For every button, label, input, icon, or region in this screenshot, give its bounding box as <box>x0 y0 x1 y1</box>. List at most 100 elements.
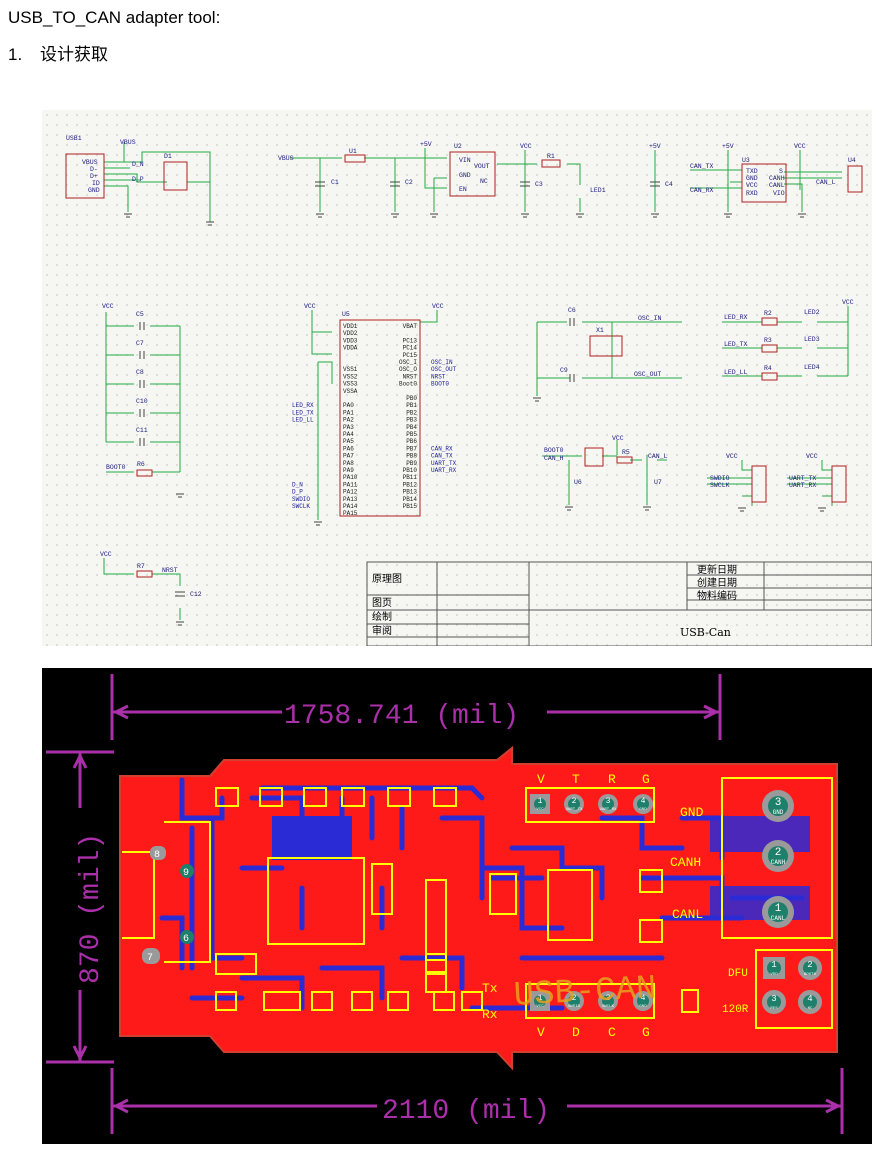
mcu-pin-label: PA1 <box>343 409 354 416</box>
mcu-pin-label: PB4 <box>406 424 417 431</box>
dim-bottom-label: 2110 (mil) <box>382 1096 550 1127</box>
header-pin-number: 3 <box>606 797 611 806</box>
label-5v-c: +5V <box>722 143 734 150</box>
usb-pad <box>180 864 194 878</box>
silk-canh: CANH <box>670 855 701 870</box>
header-pin-name: VCC <box>536 1005 544 1009</box>
label-usb-dp: D+ <box>90 173 98 180</box>
header-letters: V T R G V D C G GND CANH CANL Tx Rx DFU … <box>482 772 749 1040</box>
label-swclk: SWCLK <box>710 482 730 489</box>
silk-rx: Rx <box>482 1007 498 1022</box>
trace-fill-block-3 <box>710 886 810 920</box>
label-osc-out: OSC_OUT <box>634 371 661 378</box>
usb-pin-8: 8 <box>154 850 160 861</box>
dimension-lines <box>46 674 844 1134</box>
tb-drawn: 绘制 <box>372 610 392 623</box>
label-rxd: RXD <box>746 190 758 197</box>
mcu-pin-label: VSS1 <box>343 366 358 373</box>
mcu-pin-label: PB2 <box>406 409 417 416</box>
mcu-net-label: SWDIO <box>292 496 310 503</box>
mcu-pin-label: PA14 <box>343 503 358 510</box>
mcu-pin-label: PA8 <box>343 460 354 467</box>
silk-canl: CANL <box>672 907 703 922</box>
can-terminal-pin-number: 2 <box>775 847 782 859</box>
mcu-net-label: D_N <box>292 481 303 488</box>
mcu-pin-label: OSC_I <box>399 359 417 366</box>
tb-created: 创建日期 <box>697 576 737 589</box>
mcu-pin-label: NRST <box>403 373 418 380</box>
bot-letter-d: D <box>572 1025 580 1040</box>
can-terminal-pin-number: 3 <box>775 797 782 809</box>
mcu-net-label: SWCLK <box>292 503 310 510</box>
label-can-l: CAN_L <box>816 179 836 186</box>
tb-schematic: 原理图 <box>372 573 402 585</box>
label-r3: R3 <box>764 337 772 344</box>
top-letter-v: V <box>537 772 545 787</box>
can-terminal-hole <box>768 796 788 816</box>
dfu-pin-number: 3 <box>771 994 776 1004</box>
mcu-right-pins: VBATPC13PC14PC15OSC_IOSC_ONRSTBoot0PB0PB… <box>399 323 417 510</box>
label-gnd: GND <box>459 172 471 179</box>
header-pin-name: GND <box>639 808 647 812</box>
label-uart-tx: UART_TX <box>789 475 816 482</box>
mcu-pin-label: VDDA <box>343 345 358 352</box>
tb-review: 审阅 <box>372 624 392 637</box>
pcb-pads: 8 9 6 7 <box>142 846 194 964</box>
schematic-components <box>65 151 863 578</box>
label-vcc3: VCC <box>746 182 758 189</box>
dfu-pin-number: 4 <box>807 994 812 1004</box>
list-item-design-acquisition: 1.设计获取 <box>8 40 108 65</box>
header-pad-hole <box>534 798 546 810</box>
label-vin: VIN <box>459 157 471 164</box>
label-dp: D_P <box>132 176 144 183</box>
label-vcc10: VCC <box>806 453 818 460</box>
label-usb-dm: D- <box>90 166 98 173</box>
silk-usb-can-logo: USB-CAN <box>513 970 658 1015</box>
label-vcc9: VCC <box>726 453 738 460</box>
can-terminal-pin-name: GND <box>773 809 784 816</box>
mcu-net-label: NRST <box>431 373 446 380</box>
usb-pad <box>142 948 160 964</box>
mcu-pin-label: PA11 <box>343 481 358 488</box>
label-dn: D_N <box>132 161 144 168</box>
bot-letter-c: C <box>608 1025 616 1040</box>
label-d1: D1 <box>164 153 172 160</box>
list-number: 1. <box>8 45 23 64</box>
mcu-pin-label: Boot0 <box>399 381 417 388</box>
dfu-pin-name: VDD <box>770 973 778 977</box>
header-pad-hole <box>534 995 546 1007</box>
mcu-pin-label: PA15 <box>343 510 358 517</box>
mcu-right-nets: OSC_INOSC_OUTNRSTBOOT0CAN_RXCAN_TXUART_T… <box>431 359 457 474</box>
label-can-h: CAN_H <box>544 455 564 462</box>
schematic-drawing: USB1 VBUS D1 D_N D_P VBUS D- D+ ID GND V… <box>65 135 873 647</box>
mcu-pin-label: VDD2 <box>343 330 358 337</box>
tb-material: 物料编码 <box>697 589 737 602</box>
label-c8: C8 <box>136 369 144 376</box>
label-x1: X1 <box>596 327 604 334</box>
mcu-pin-label: PB8 <box>406 453 417 460</box>
mcu-net-label: CAN_TX <box>431 453 453 460</box>
mcu-net-label: BOOT0 <box>431 381 449 388</box>
label-r7: R7 <box>137 563 145 570</box>
usb-pin-9: 9 <box>183 868 189 879</box>
can-terminal-pin-name: CANH <box>771 859 786 866</box>
mcu-net-label: UART_TX <box>431 460 457 467</box>
mcu-pin-label: PC14 <box>403 345 418 352</box>
dfu-pin-name: NC <box>808 1007 813 1011</box>
mcu-net-label: CAN_RX <box>431 445 453 452</box>
silk-gnd: GND <box>680 805 704 820</box>
usb-pad <box>180 930 194 944</box>
label-usb-vbus: VBUS <box>82 159 98 166</box>
mcu-pin-label: PB13 <box>403 489 418 496</box>
mcu-pin-label: PB12 <box>403 481 418 488</box>
label-vio: VIO <box>773 190 785 197</box>
header-pad-hole <box>602 995 614 1007</box>
label-u6: U6 <box>574 479 582 486</box>
label-c5: C5 <box>136 311 144 318</box>
document-title: USB_TO_CAN adapter tool: <box>8 8 221 27</box>
label-led-rx: LED_RX <box>724 314 748 321</box>
mcu-pin-label: VSS3 <box>343 381 358 388</box>
header-pin-number: 1 <box>538 994 543 1003</box>
header-pad-hole <box>637 798 649 810</box>
